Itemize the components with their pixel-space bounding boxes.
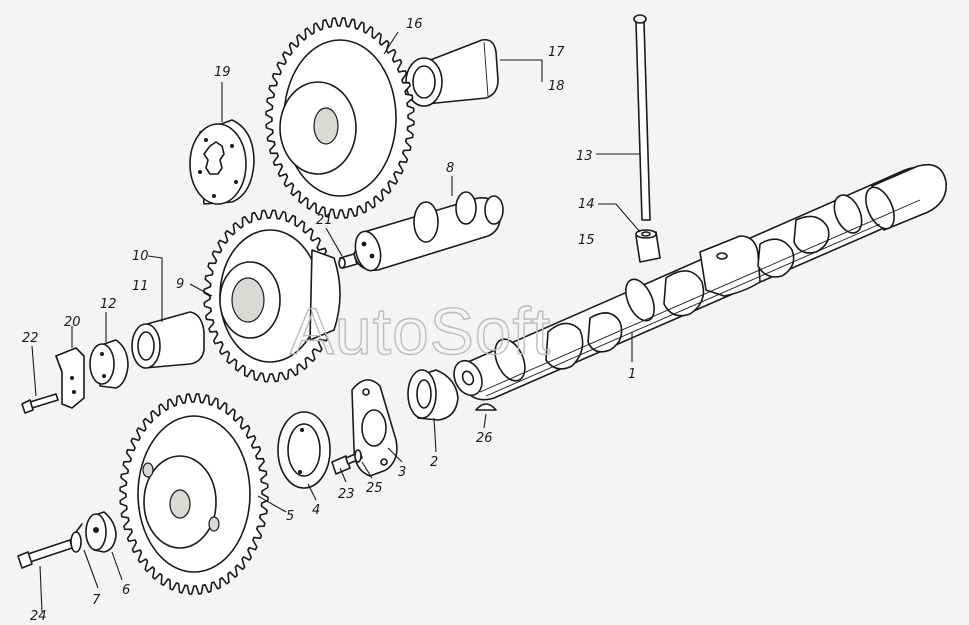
label-9: 9 [176, 277, 184, 292]
locking-bracket [55, 347, 85, 409]
thrust-washer [89, 339, 129, 389]
label-15: 15 [578, 233, 595, 248]
part-labels: 1 2 3 4 5 6 7 8 9 10 11 12 13 14 15 16 1… [22, 17, 636, 624]
label-21: 21 [316, 213, 333, 228]
idler-stub-shaft [353, 191, 504, 272]
label-2: 2 [430, 455, 438, 470]
label-17: 17 [548, 45, 565, 60]
camshaft-drive-gear [203, 209, 341, 383]
retaining-plate [351, 379, 398, 477]
label-23: 23 [338, 487, 355, 502]
retaining-washer [85, 511, 117, 553]
label-5: 5 [286, 509, 294, 524]
label-16: 16 [406, 17, 423, 32]
label-8: 8 [446, 161, 454, 176]
label-6: 6 [122, 583, 130, 598]
bolt-22 [21, 393, 59, 414]
camshaft [453, 163, 947, 401]
gear-bushing [131, 311, 205, 369]
spacer-ring [407, 369, 459, 421]
label-13: 13 [576, 149, 593, 164]
woodruff-key [475, 403, 497, 411]
label-24: 24 [30, 609, 47, 624]
label-10: 10 [132, 249, 149, 264]
idler-gear-large [265, 17, 415, 219]
label-19: 19 [214, 65, 231, 80]
thrust-flange [277, 411, 331, 489]
label-3: 3 [398, 465, 406, 480]
washer-25 [354, 449, 362, 463]
label-20: 20 [64, 315, 81, 330]
label-25: 25 [366, 481, 383, 496]
bolt-24 [17, 539, 73, 569]
dowel-pin [338, 253, 358, 269]
label-14: 14 [578, 197, 595, 212]
label-1: 1 [628, 367, 636, 382]
label-26: 26 [476, 431, 493, 446]
gear-hub-disc [189, 119, 255, 205]
watermark-text: AutoSoft [290, 294, 551, 368]
leader-lines [31, 31, 641, 613]
label-11: 11 [132, 279, 149, 294]
idler-bushing [405, 38, 499, 107]
label-7: 7 [92, 593, 101, 608]
label-4: 4 [312, 503, 320, 518]
label-18: 18 [548, 79, 565, 94]
lock-washer [70, 523, 83, 553]
tappet [635, 229, 661, 263]
label-12: 12 [100, 297, 117, 312]
camshaft-gear [119, 393, 269, 595]
label-22: 22 [22, 331, 39, 346]
push-rod [633, 14, 651, 221]
